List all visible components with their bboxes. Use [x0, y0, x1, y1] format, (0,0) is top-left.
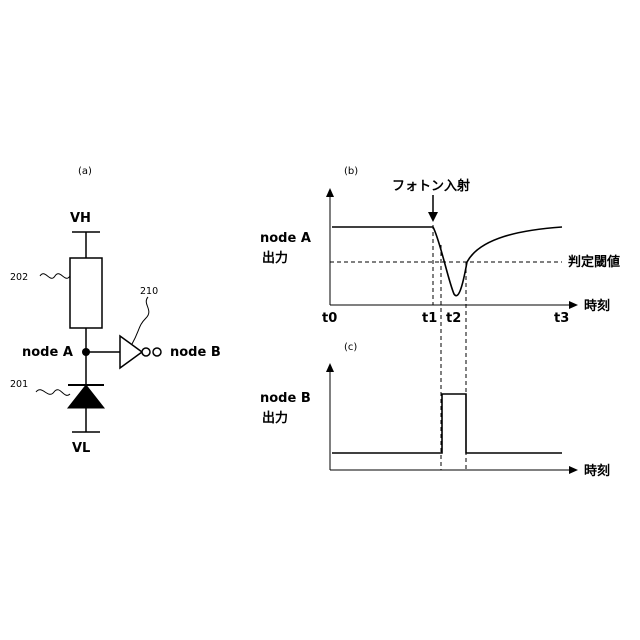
- panel-c-y-arrowhead: [326, 363, 334, 372]
- node-a-label: node A: [22, 345, 73, 360]
- resistor-202: [70, 258, 102, 328]
- node-a-waveform: [332, 227, 562, 296]
- panel-b-x-arrowhead: [569, 301, 578, 309]
- panel-b-y-arrowhead: [326, 188, 334, 197]
- node-b-axis-label: node B: [260, 391, 311, 406]
- node-b-output-label: 出力: [262, 410, 288, 426]
- node-a-axis-label: node A: [260, 231, 311, 246]
- panel-b: (b) node A 出力 時刻 判定閾値 フォトン入射 t0 t1 t2 t3: [260, 166, 620, 326]
- vl-label: VL: [72, 441, 90, 456]
- inverter-bubble-1: [142, 348, 150, 356]
- vh-label: VH: [70, 211, 91, 226]
- photon-incidence-label: フォトン入射: [392, 178, 470, 194]
- panel-a-label: (a): [78, 166, 92, 177]
- diode-ref-label: 201: [10, 379, 28, 390]
- photon-arrow-head: [428, 212, 438, 222]
- tick-t2: t2: [446, 311, 461, 326]
- diode-201: [68, 385, 104, 408]
- inverter-bubble-2: [153, 348, 161, 356]
- node-b-pulse: [332, 394, 562, 453]
- inverter-ref-label: 210: [140, 286, 158, 297]
- resistor-leader-line: [40, 274, 70, 279]
- panel-b-x-label: 時刻: [584, 298, 610, 314]
- tick-t1: t1: [422, 311, 437, 326]
- panel-c-label: (c): [344, 342, 357, 353]
- panel-c-x-label: 時刻: [584, 463, 610, 479]
- inverter-210: [120, 336, 142, 368]
- tick-t0: t0: [322, 311, 337, 326]
- panel-c-x-arrowhead: [569, 466, 578, 474]
- panel-b-label: (b): [344, 166, 358, 177]
- tick-t3: t3: [554, 311, 569, 326]
- panel-c: (c) node B 出力 時刻: [260, 342, 610, 479]
- threshold-label: 判定閾値: [568, 254, 620, 270]
- inverter-leader-line: [132, 297, 149, 344]
- resistor-ref-label: 202: [10, 272, 28, 283]
- node-b-label: node B: [170, 345, 221, 360]
- diode-leader-line: [36, 390, 70, 396]
- panel-a: (a) VH 202 node A node B 210 201 VL: [10, 166, 221, 456]
- node-a-output-label: 出力: [262, 250, 288, 266]
